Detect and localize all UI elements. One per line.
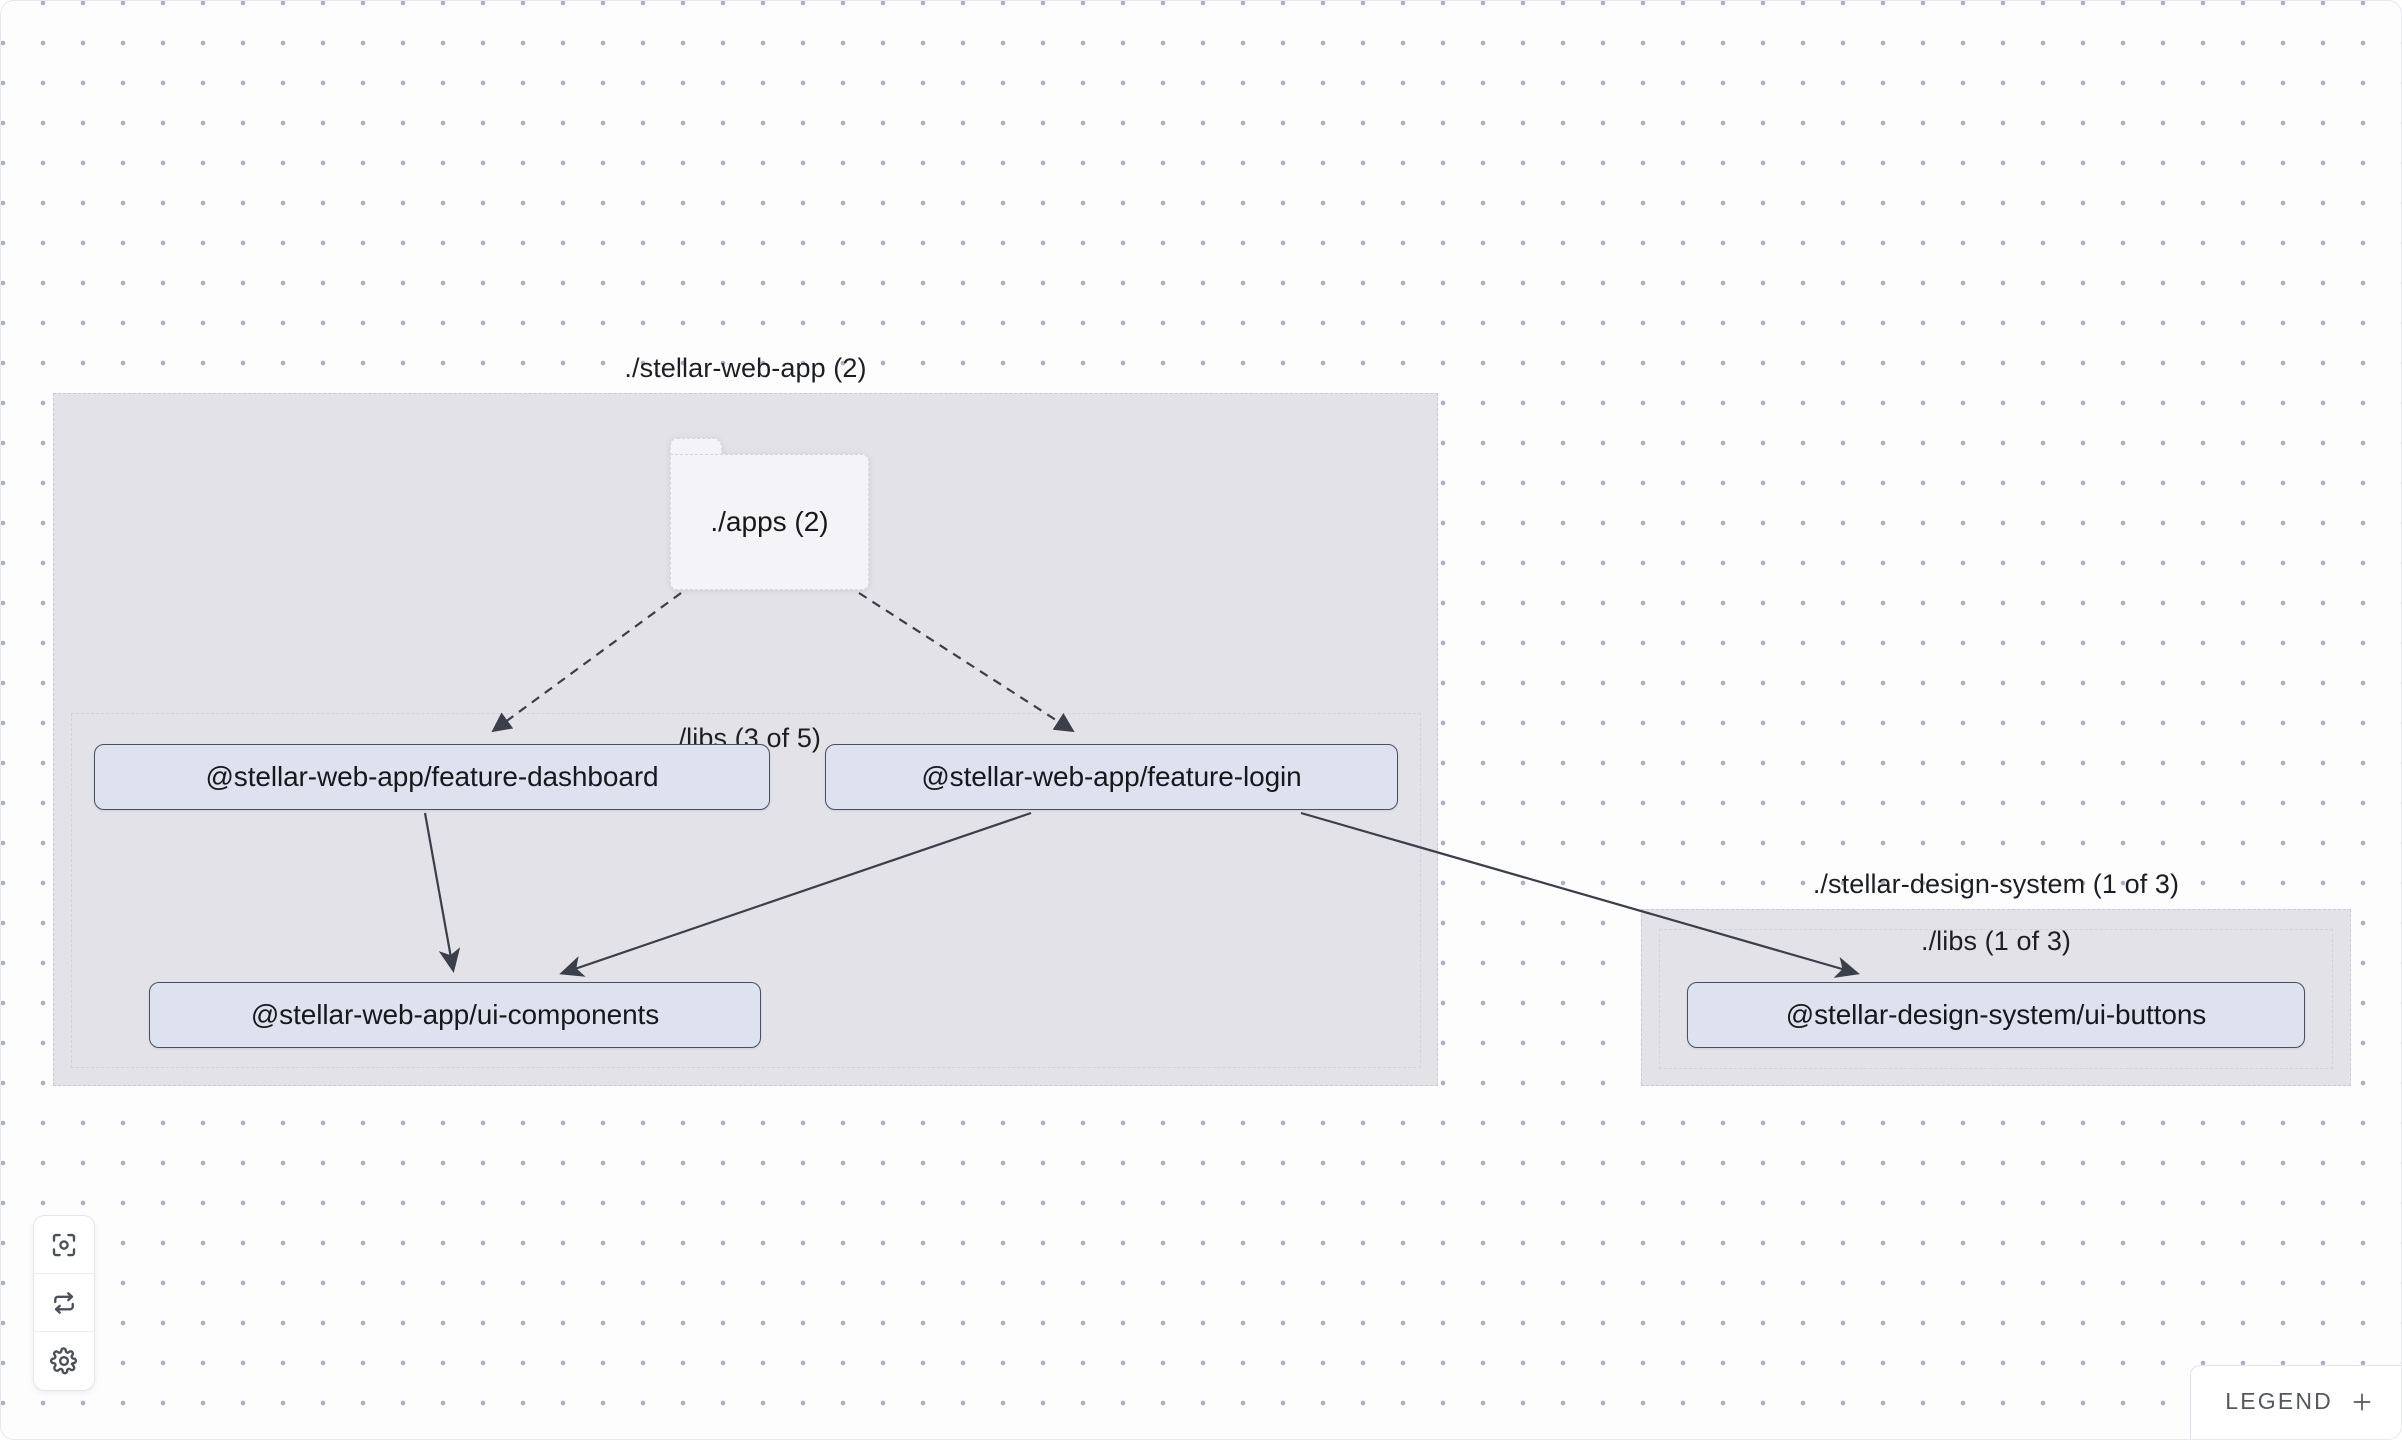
- focus-target-icon: [52, 1233, 76, 1256]
- node-label-ui-buttons: @stellar-design-system/ui-buttons: [1785, 999, 2207, 1030]
- folder-tab-icon: [670, 438, 722, 456]
- node-label-ui-components: @stellar-web-app/ui-components: [250, 999, 660, 1030]
- graph-toolbar[interactable]: [33, 1215, 95, 1391]
- plus-icon[interactable]: [2349, 1389, 2375, 1415]
- group-label-stellar-web-app: ./stellar-web-app (2): [624, 353, 867, 383]
- node-label-feature-dashboard: @stellar-web-app/feature-dashboard: [205, 761, 659, 792]
- group-label-stellar-design-system: ./stellar-design-system (1 of 3): [1812, 869, 2180, 899]
- focus-graph-button[interactable]: [34, 1216, 94, 1274]
- refresh-graph-button[interactable]: [34, 1274, 94, 1332]
- folder-body: ./apps (2): [670, 454, 869, 590]
- refresh-sync-icon: [54, 1291, 74, 1314]
- folder-node-apps[interactable]: ./apps (2): [670, 438, 869, 590]
- folder-label-apps: ./apps (2): [710, 506, 829, 537]
- node-feature-dashboard[interactable]: @stellar-web-app/feature-dashboard: [94, 744, 770, 810]
- node-ui-buttons[interactable]: @stellar-design-system/ui-buttons: [1687, 982, 2305, 1048]
- node-label-feature-login: @stellar-web-app/feature-login: [921, 761, 1302, 792]
- legend-label: LEGEND: [2225, 1388, 2333, 1414]
- group-label-stellar-design-system-libs: ./libs (1 of 3): [1920, 926, 2072, 956]
- legend-panel[interactable]: LEGEND: [2190, 1365, 2401, 1439]
- node-feature-login[interactable]: @stellar-web-app/feature-login: [825, 744, 1398, 810]
- node-ui-components[interactable]: @stellar-web-app/ui-components: [149, 982, 761, 1048]
- settings-button[interactable]: [34, 1332, 94, 1390]
- gear-icon: [49, 1347, 78, 1375]
